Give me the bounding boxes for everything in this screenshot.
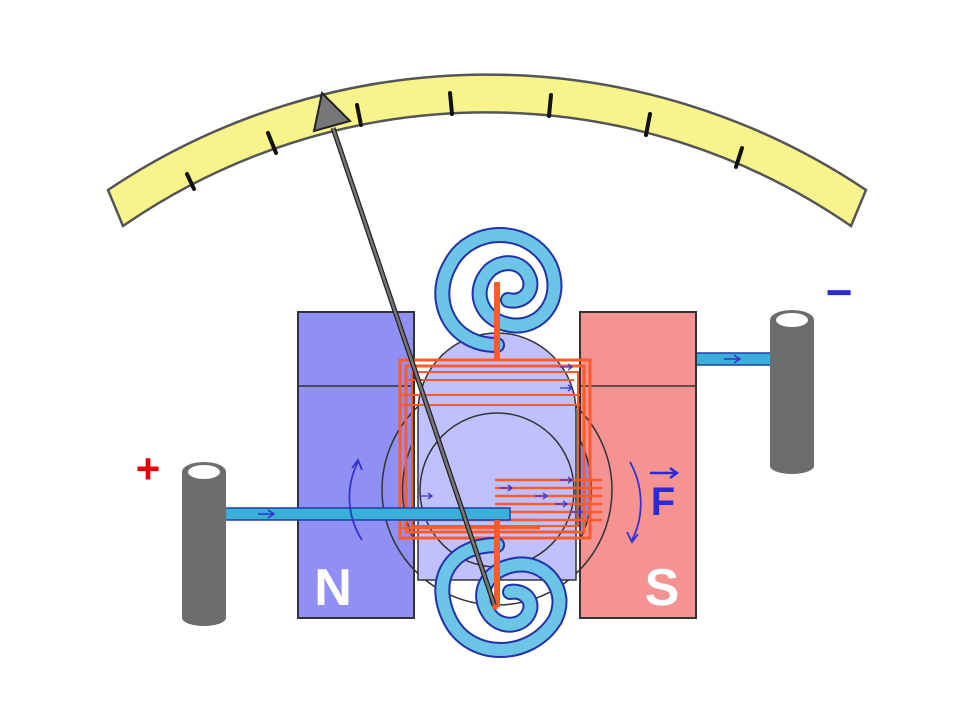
scale-tick (734, 146, 744, 169)
scale-tick (185, 172, 196, 191)
scale-arc (106, 73, 868, 228)
force-label-text: F (651, 480, 675, 524)
bottom-spring (434, 520, 568, 658)
scale-tick (547, 93, 553, 118)
negative-terminal-label: − (826, 266, 853, 318)
north-pole-label: N (314, 559, 352, 617)
positive-terminal (182, 462, 226, 626)
scale-tick (448, 91, 454, 116)
scale-ticks (185, 91, 744, 191)
force-vector-arrow (650, 466, 680, 480)
south-pole-label: S (645, 559, 680, 617)
meter-scale (106, 73, 868, 228)
south-magnet (579, 311, 697, 619)
positive-terminal-label: + (136, 445, 161, 492)
meter-pointer (312, 90, 498, 610)
scale-tick (355, 103, 363, 127)
coil-current-arrows (420, 363, 584, 516)
scale-tick (644, 112, 652, 137)
force-label: F (650, 466, 680, 524)
rotation-arrow-left (348, 458, 363, 541)
scale-tick (266, 131, 278, 155)
negative-terminal (770, 310, 814, 474)
top-spring (434, 227, 563, 360)
pointer-arrowhead (312, 90, 352, 133)
rotation-arrow-right (626, 461, 642, 544)
